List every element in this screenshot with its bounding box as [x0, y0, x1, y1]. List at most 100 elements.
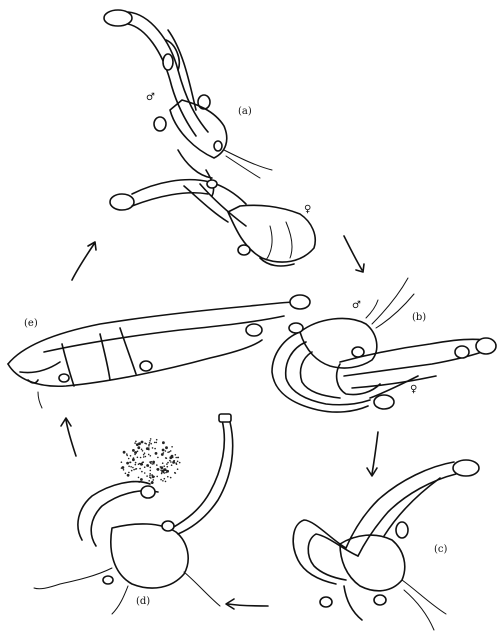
- particle-dot: [140, 478, 143, 481]
- particle-dot: [168, 451, 171, 453]
- particle-dot: [170, 461, 172, 463]
- particle-dot: [166, 469, 170, 473]
- particle-dot: [169, 459, 171, 462]
- particle-dot: [134, 461, 137, 464]
- particle-dot: [128, 465, 130, 468]
- particle-dot: [163, 468, 167, 471]
- particle-dot: [169, 450, 172, 452]
- particle-dot: [170, 454, 174, 458]
- particle-dot: [128, 471, 130, 474]
- particle-dot: [165, 446, 168, 450]
- particle-dot: [135, 443, 139, 446]
- particle-dot: [171, 446, 173, 448]
- particle-dot: [126, 454, 128, 457]
- female-amphipod-b: [335, 337, 497, 410]
- particle-dot: [174, 454, 177, 456]
- male-amphipod-b: [271, 277, 415, 413]
- particle-dot: [161, 462, 164, 465]
- particle-dot: [133, 468, 135, 471]
- particle-dot: [130, 466, 132, 468]
- particle-dot: [164, 480, 167, 483]
- particle-dot: [143, 466, 146, 469]
- particle-dot: [138, 442, 141, 446]
- particle-dot: [148, 445, 150, 447]
- particle-dot: [149, 474, 151, 477]
- particle-dot: [160, 469, 162, 472]
- particle-dot: [146, 475, 148, 477]
- arrow-c-to-d: [225, 598, 269, 610]
- male-symbol-a: ♂: [146, 92, 155, 103]
- particle-dot: [169, 476, 172, 479]
- arrow-d-to-e: [60, 417, 77, 457]
- particle-dot: [163, 472, 166, 474]
- particle-dot: [150, 442, 152, 445]
- panel-c: (c): [292, 459, 480, 631]
- particle-dot: [122, 450, 126, 454]
- particle-dot: [140, 448, 143, 451]
- particle-dot: [157, 456, 159, 459]
- particle-dot: [166, 465, 169, 468]
- particle-dot: [149, 466, 152, 469]
- particle-dot: [150, 481, 153, 484]
- particle-dot: [137, 463, 140, 466]
- particle-dot: [163, 477, 166, 480]
- panel-e: (e): [7, 294, 311, 409]
- particle-dot: [143, 452, 146, 455]
- particle-dot: [142, 453, 145, 456]
- particle-dot: [175, 456, 177, 459]
- particle-dot: [160, 453, 164, 456]
- particle-dot: [162, 480, 164, 482]
- particle-dot: [167, 475, 169, 478]
- particle-dot: [164, 450, 167, 452]
- male-amphipod-d: [33, 413, 234, 615]
- particle-dot: [141, 450, 144, 452]
- particle-dot: [149, 461, 151, 463]
- cycle-arrows: [60, 235, 379, 610]
- male-symbol-b: ♂: [352, 300, 361, 311]
- particle-dot: [126, 453, 128, 455]
- particle-dot: [134, 468, 137, 470]
- arrow-b-to-c: [366, 431, 379, 477]
- particle-dot: [149, 469, 152, 472]
- particle-dot: [132, 458, 135, 462]
- particle-dot: [149, 438, 152, 440]
- panel-label-c: (c): [434, 544, 448, 555]
- particle-dot: [154, 447, 156, 450]
- particle-dot: [136, 456, 139, 459]
- particle-dot: [151, 475, 155, 479]
- female-amphipod-a: [109, 178, 316, 267]
- arrow-a-to-b: [343, 235, 365, 273]
- particle-dot: [146, 464, 150, 467]
- panel-a: ♂ ♀ (a): [103, 9, 316, 267]
- particle-dot: [160, 472, 163, 475]
- particle-dot: [137, 476, 140, 479]
- particle-dot: [156, 475, 158, 478]
- particle-dot: [155, 441, 158, 444]
- male-amphipod-a: [103, 9, 273, 197]
- particle-dot: [152, 479, 155, 481]
- particle-dot: [122, 469, 125, 471]
- particle-dot: [137, 446, 141, 450]
- particle-dot: [139, 456, 142, 459]
- particle-dot: [134, 453, 136, 456]
- particle-dot: [132, 449, 135, 452]
- particle-dot: [148, 480, 150, 482]
- particle-dot: [142, 456, 145, 458]
- male-amphipod-c: [292, 459, 480, 631]
- particle-dot: [151, 474, 153, 476]
- particle-dot: [150, 460, 152, 463]
- particle-dot: [148, 443, 150, 446]
- particle-dot: [177, 456, 179, 459]
- particle-dot: [155, 438, 158, 441]
- particle-dot: [152, 481, 154, 484]
- particle-dot: [134, 463, 137, 466]
- particle-dot: [153, 441, 156, 444]
- particle-dot: [149, 440, 151, 442]
- particle-dot: [149, 473, 151, 475]
- panel-label-a: (a): [238, 106, 252, 117]
- particle-dot: [160, 471, 163, 473]
- amphipod-pair-e: [7, 294, 311, 409]
- particle-dot: [162, 452, 165, 454]
- particle-dot: [121, 466, 125, 469]
- particle-dot: [145, 443, 147, 445]
